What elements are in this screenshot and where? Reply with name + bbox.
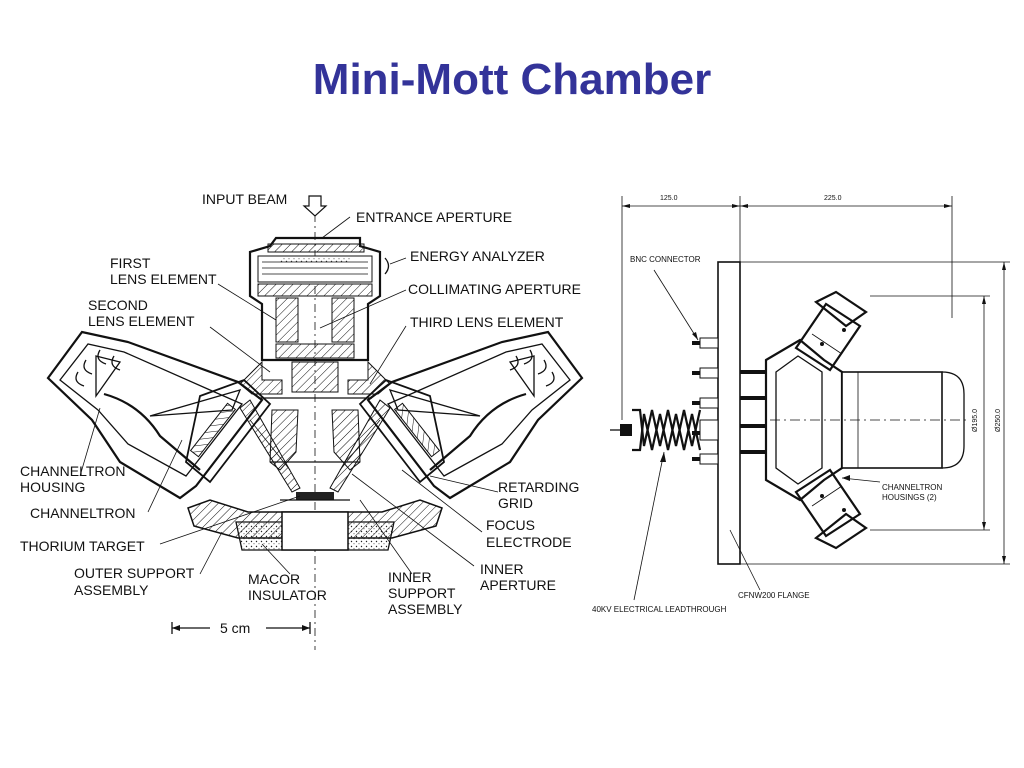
label-input-beam: INPUT BEAM	[202, 191, 287, 207]
dim-125: 125.0	[660, 195, 678, 202]
label-focus-electrode-2: ELECTRODE	[486, 534, 572, 550]
label-channeltron-housing-2: HOUSING	[20, 479, 85, 495]
detector-body	[740, 338, 970, 502]
label-channeltron-housings-2: HOUSINGS (2)	[882, 493, 937, 502]
label-focus-electrode-1: FOCUS	[486, 517, 535, 533]
support-cone	[239, 399, 391, 493]
label-second-lens-1: SECOND	[88, 297, 148, 313]
left-channeltron-arm	[46, 330, 272, 500]
label-outer-support-1: OUTER SUPPORT	[74, 565, 195, 581]
dim-225: 225.0	[824, 195, 842, 202]
label-channeltron-housing-1: CHANNELTRON	[20, 463, 126, 479]
label-inner-aperture-1: INNER	[480, 561, 524, 577]
label-leadthrough: 40KV ELECTRICAL LEADTHROUGH	[592, 605, 727, 614]
mini-mott-cross-section: INPUT BEAM ENTRANCE APERTURE ENERGY ANAL…	[20, 191, 584, 650]
scale-bar	[171, 622, 311, 634]
label-second-lens-2: LENS ELEMENT	[88, 313, 195, 329]
leader-lines	[79, 216, 499, 575]
label-outer-support-2: ASSEMBLY	[74, 582, 149, 598]
label-inner-aperture-2: APERTURE	[480, 577, 556, 593]
energy-analyzer-column	[248, 236, 390, 393]
flange-leader	[729, 529, 761, 591]
label-macor-2: INSULATOR	[248, 587, 327, 603]
label-bnc-connector: BNC CONNECTOR	[630, 255, 701, 264]
label-collimating-aperture: COLLIMATING APERTURE	[408, 281, 581, 297]
label-entrance-aperture: ENTRANCE APERTURE	[356, 209, 512, 225]
label-channeltron-housings-1: CHANNELTRON	[882, 483, 943, 492]
dim-dia-195: Ø195.0	[972, 409, 979, 432]
label-inner-support-2: SUPPORT	[388, 585, 456, 601]
label-third-lens-element: THIRD LENS ELEMENT	[410, 314, 564, 330]
lower-channeltron-housing	[794, 468, 881, 550]
label-channeltron: CHANNELTRON	[30, 505, 136, 521]
label-first-lens-1: FIRST	[110, 255, 151, 271]
label-inner-support-3: ASSEMBLY	[388, 601, 463, 617]
label-retarding-grid-1: RETARDING	[498, 479, 579, 495]
flange-plate	[717, 261, 741, 565]
dim-dia-250: Ø250.0	[995, 409, 1002, 432]
label-first-lens-2: LENS ELEMENT	[110, 271, 217, 287]
label-inner-support-1: INNER	[388, 569, 432, 585]
side-dimensions: Ø195.0 Ø250.0	[740, 261, 1010, 565]
right-channeltron-arm	[358, 330, 584, 500]
label-flange: CFNW200 FLANGE	[738, 591, 810, 600]
label-energy-analyzer: ENERGY ANALYZER	[410, 248, 545, 264]
label-thorium-target: THORIUM TARGET	[20, 538, 145, 554]
upper-channeltron-housing	[794, 290, 868, 372]
flange-side-view: 125.0 225.0 Ø195.0 Ø250.0	[592, 195, 1010, 614]
hv-leadthrough	[610, 408, 719, 601]
base-assembly	[187, 492, 443, 551]
label-macor-1: MACOR	[248, 571, 300, 587]
slide-title: Mini-Mott Chamber	[312, 55, 712, 104]
label-scale: 5 cm	[220, 620, 250, 636]
top-dimensions: 125.0 225.0	[621, 195, 953, 420]
label-retarding-grid-2: GRID	[498, 495, 533, 511]
